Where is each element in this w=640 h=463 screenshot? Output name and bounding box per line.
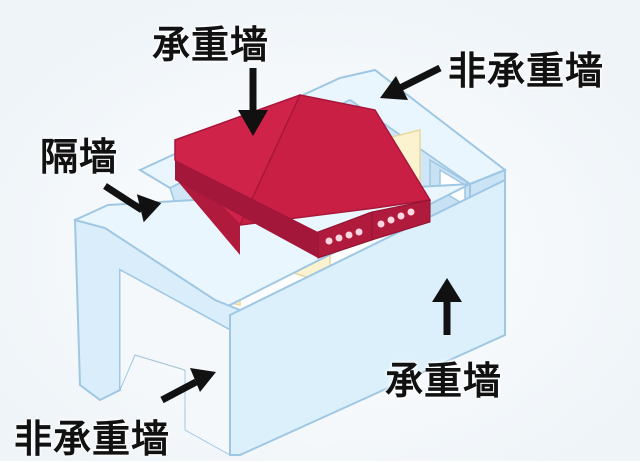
slab-right-top xyxy=(238,94,432,226)
slab-underside xyxy=(175,160,318,258)
arrow-top-right-non-bearing xyxy=(380,64,442,100)
slab-holes xyxy=(325,208,415,245)
label-top-right-non-bearing-wall: 非承重墙 xyxy=(448,49,605,93)
arrow-bottom-non-bearing xyxy=(160,368,216,404)
label-bottom-non-bearing-wall: 非承重墙 xyxy=(14,417,171,461)
label-partition-wall: 隔墙 xyxy=(40,135,119,179)
arrow-top-bearing xyxy=(238,68,268,136)
front-right-wall xyxy=(229,178,506,456)
arrow-right-bearing xyxy=(432,278,462,335)
label-top-bearing-wall: 承重墙 xyxy=(152,23,270,67)
label-right-bearing-wall: 承重墙 xyxy=(385,359,503,403)
arrow-partition xyxy=(103,183,162,223)
slab-front-face-right xyxy=(371,199,431,241)
